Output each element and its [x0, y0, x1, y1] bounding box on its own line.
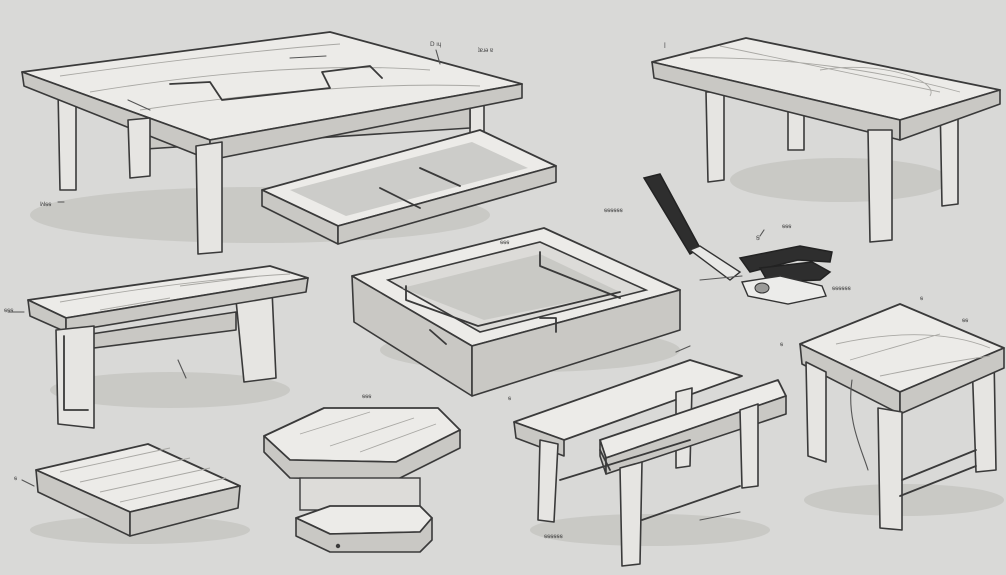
svg-text:ꞩꞩꞩ: ꞩꞩꞩ [782, 224, 792, 230]
svg-text:ꟽꞩꞩ: ꟽꞩꞩ [40, 201, 52, 208]
square-stool: ꞩꞩ ꞩ ꞩ [780, 296, 1005, 531]
svg-text:ꞩꞩꞩꞩꞩꞩ: ꞩꞩꞩꞩꞩꞩ [544, 534, 564, 540]
large-workbench-with-drawer: ꓓ ıɥ ʇɐɹǝ ɐ ꟽꞩꞩ [21, 31, 557, 255]
long-bench: ꞩꞩꞩ [4, 265, 309, 429]
sawhorse-workbench: ꞩ ꞩꞩꞩꞩꞩꞩ [508, 345, 787, 567]
open-frame-box: ꞩꞩꞩ [351, 227, 681, 397]
svg-text:ꞩꞩꞩ: ꞩꞩꞩ [500, 240, 510, 246]
svg-text:ꞩ: ꞩ [920, 296, 924, 302]
svg-text:Ꞩ: Ꞩ [756, 235, 760, 242]
svg-text:ꞩꞩꞩꞩꞩꞩ: ꞩꞩꞩꞩꞩꞩ [604, 208, 624, 214]
svg-text:ꞩꞩꞩꞩꞩꞩ: ꞩꞩꞩꞩꞩꞩ [832, 286, 852, 292]
svg-text:ꞩ: ꞩ [508, 396, 512, 402]
svg-text:ꞩꞩ: ꞩꞩ [962, 318, 969, 324]
hexagonal-side-table: ꞩꞩꞩ [263, 394, 461, 553]
svg-text:ʇɐɹǝ ɐ: ʇɐɹǝ ɐ [478, 48, 494, 54]
svg-text:ꓓ ıɥ: ꓓ ıɥ [430, 42, 441, 48]
svg-text:ꞩꞩꞩ: ꞩꞩꞩ [4, 308, 14, 314]
clamp-tool: ꞩꞩꞩꞩꞩꞩ ꞩꞩꞩ Ꞩ ꞩꞩꞩꞩꞩꞩ [604, 173, 852, 305]
svg-text:ꟾ: ꟾ [664, 42, 666, 50]
svg-text:ꞩ: ꞩ [780, 342, 784, 348]
svg-text:ꞩꞩꞩ: ꞩꞩꞩ [362, 394, 372, 400]
flat-board-slab: ꞩ [14, 443, 250, 544]
svg-text:ꞩ: ꞩ [14, 476, 18, 482]
small-table: ꟾ [651, 37, 1001, 243]
